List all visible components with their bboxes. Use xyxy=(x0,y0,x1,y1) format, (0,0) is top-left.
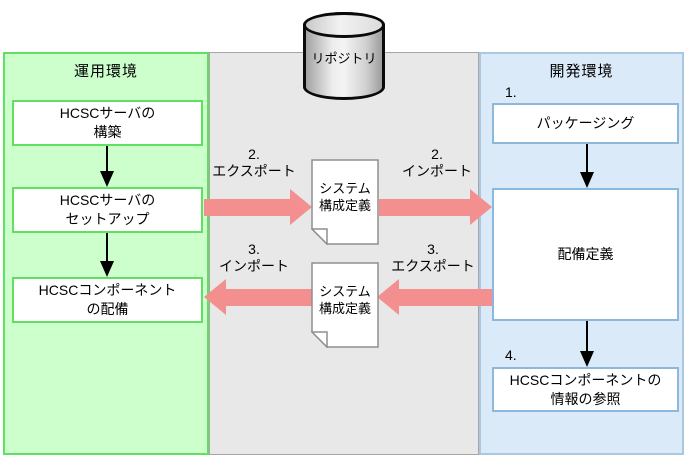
import-arrow-shaft xyxy=(226,289,312,306)
packaging-box: パッケージング xyxy=(492,103,679,144)
down-arrow-icon xyxy=(100,171,114,187)
document-label: システム 構成定義 xyxy=(318,181,371,213)
step-number: 2. xyxy=(431,146,443,162)
export-arrow-label: 3. エクスポート xyxy=(374,241,492,275)
left-arrow-icon xyxy=(377,279,399,315)
export-arrow-label: 2. エクスポート xyxy=(198,146,310,180)
deployment-definition-box: 配備定義 xyxy=(492,188,679,321)
right-arrow-icon xyxy=(470,189,492,225)
down-arrow-icon xyxy=(100,261,114,277)
flow-arrow-line xyxy=(106,233,108,262)
export-arrow-shaft xyxy=(204,199,290,216)
action-label: インポート xyxy=(402,163,472,179)
action-label: エクスポート xyxy=(391,258,475,274)
down-arrow-icon xyxy=(580,172,594,188)
hcsc-server-build-box: HCSCサーバの 構築 xyxy=(12,100,203,146)
import-arrow-label: 2. インポート xyxy=(382,146,492,180)
action-label: インポート xyxy=(219,258,289,274)
repository-panel xyxy=(209,52,479,455)
down-arrow-icon xyxy=(580,351,594,367)
right-arrow-icon xyxy=(290,189,312,225)
action-label: エクスポート xyxy=(212,163,296,179)
development-environment-title: 開発環境 xyxy=(549,63,614,80)
left-arrow-icon xyxy=(204,279,226,315)
flow-arrow-line xyxy=(586,321,588,352)
hcsc-component-info-reference-box: HCSCコンポーネントの 情報の参照 xyxy=(492,367,679,412)
step-number: 2. xyxy=(248,146,260,162)
export-arrow-shaft xyxy=(399,289,492,306)
document-icon xyxy=(311,262,379,348)
system-config-definition-document: システム 構成定義 xyxy=(311,262,379,348)
import-arrow-label: 3. インポート xyxy=(198,241,310,275)
step-1-number: 1. xyxy=(505,84,517,100)
step-number: 3. xyxy=(427,241,439,257)
step-number: 3. xyxy=(248,241,260,257)
step-4-number: 4. xyxy=(505,347,517,363)
document-label: システム 構成定義 xyxy=(318,284,371,316)
flow-arrow-line xyxy=(586,144,588,173)
document-icon xyxy=(311,159,379,245)
repository-cylinder-label: リポジトリ xyxy=(311,51,377,66)
flow-arrow-line xyxy=(106,146,108,172)
import-arrow-shaft xyxy=(379,199,470,216)
system-config-definition-document: システム 構成定義 xyxy=(311,159,379,245)
hcsc-server-setup-box: HCSCサーバの セットアップ xyxy=(12,187,203,233)
operation-environment-title: 運用環境 xyxy=(73,63,138,80)
hcsc-component-deploy-box: HCSCコンポーネント の配備 xyxy=(12,277,203,323)
repository-cylinder-top-icon xyxy=(303,12,385,38)
